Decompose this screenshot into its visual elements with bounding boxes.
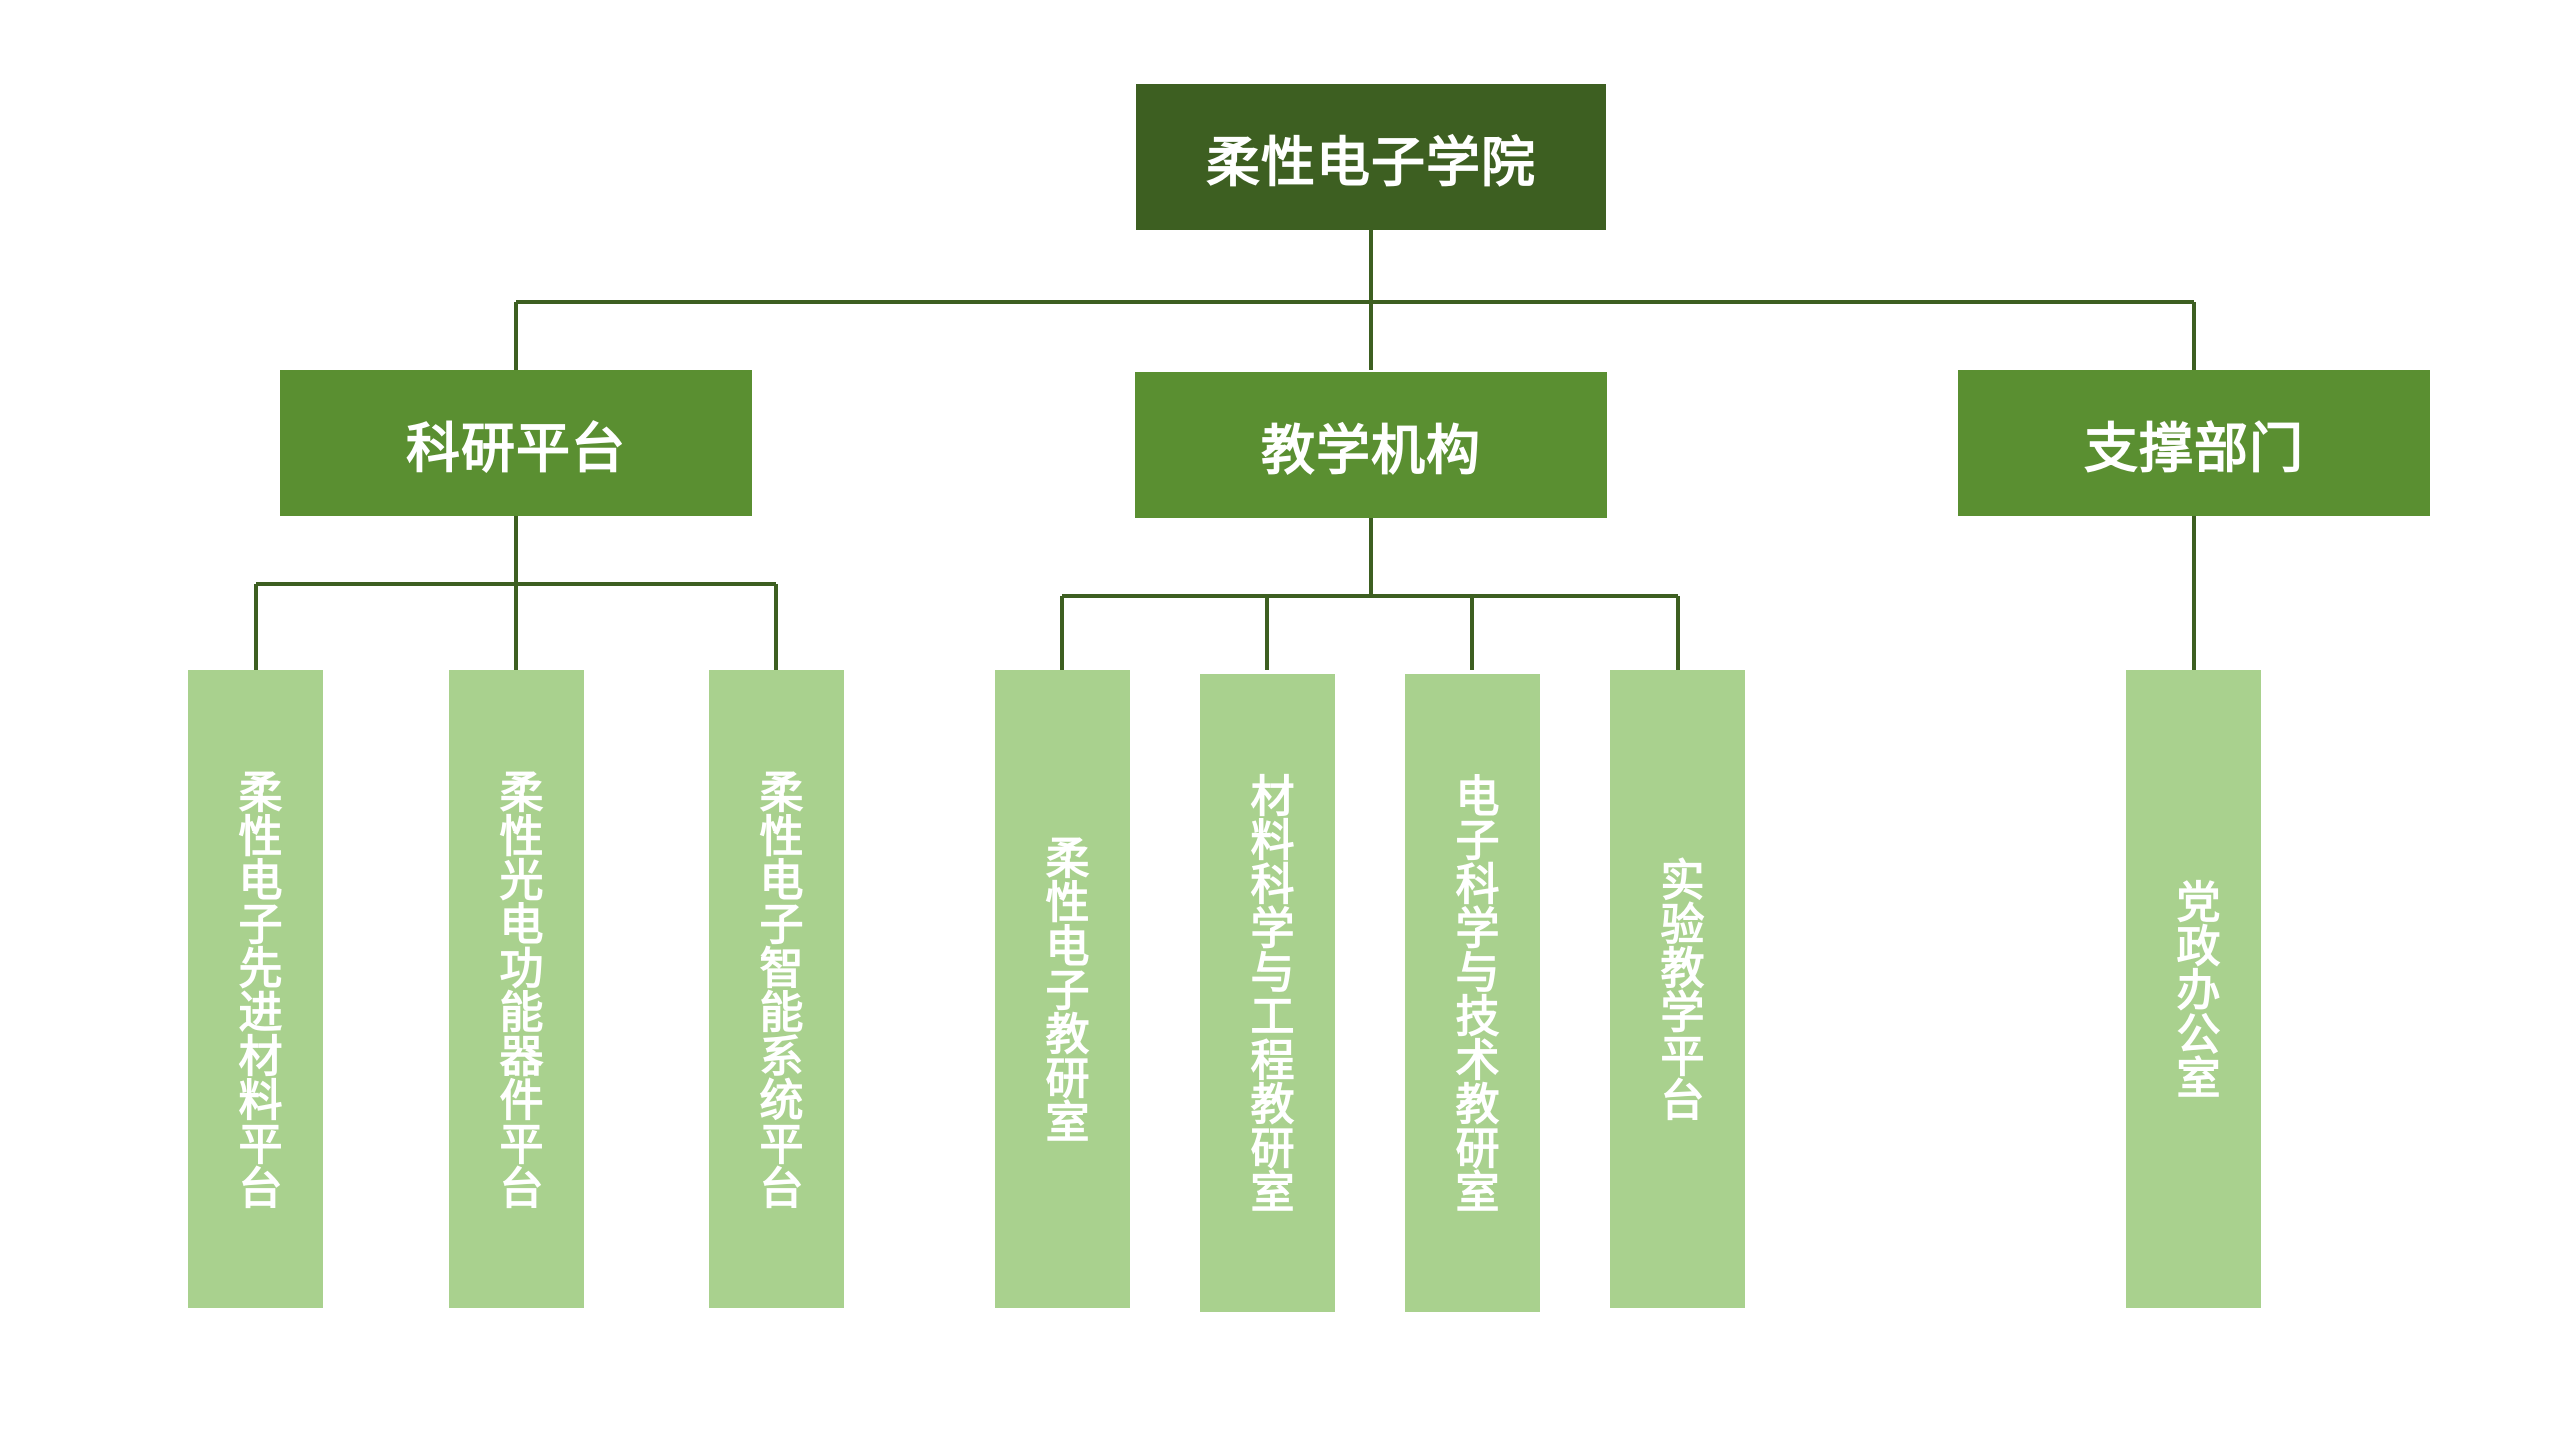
- root-node-label: 柔性电子学院: [1206, 130, 1536, 194]
- leaf-node-optoelectronic-devices-platform: 柔性光电功能器件平台: [449, 670, 584, 1308]
- leaf-node-label: 实验教学平台: [1652, 857, 1704, 1121]
- leaf-node-label: 材料科学与工程教研室: [1242, 773, 1294, 1213]
- branch-node-support-departments: 支撑部门: [1958, 370, 2430, 516]
- leaf-node-flexible-electronics-teaching-office: 柔性电子教研室: [995, 670, 1130, 1308]
- leaf-node-label: 柔性光电功能器件平台: [491, 769, 543, 1209]
- branch-node-research-platform: 科研平台: [280, 370, 752, 516]
- leaf-node-advanced-materials-platform: 柔性电子先进材料平台: [188, 670, 323, 1308]
- leaf-node-label: 柔性电子智能系统平台: [751, 769, 803, 1209]
- leaf-node-label: 柔性电子先进材料平台: [230, 769, 282, 1209]
- branch-node-label: 教学机构: [1261, 418, 1481, 482]
- branch-node-label: 科研平台: [406, 416, 626, 480]
- leaf-node-label: 党政办公室: [2168, 879, 2220, 1099]
- leaf-node-materials-science-teaching-office: 材料科学与工程教研室: [1200, 674, 1335, 1312]
- leaf-node-label: 柔性电子教研室: [1037, 835, 1089, 1143]
- leaf-node-electronic-science-teaching-office: 电子科学与技术教研室: [1405, 674, 1540, 1312]
- leaf-node-party-admin-office: 党政办公室: [2126, 670, 2261, 1308]
- branch-node-label: 支撑部门: [2084, 416, 2304, 480]
- root-node-college: 柔性电子学院: [1136, 84, 1606, 230]
- leaf-node-experimental-teaching-platform: 实验教学平台: [1610, 670, 1745, 1308]
- leaf-node-intelligent-systems-platform: 柔性电子智能系统平台: [709, 670, 844, 1308]
- leaf-node-label: 电子科学与技术教研室: [1447, 773, 1499, 1213]
- branch-node-teaching-units: 教学机构: [1135, 372, 1607, 518]
